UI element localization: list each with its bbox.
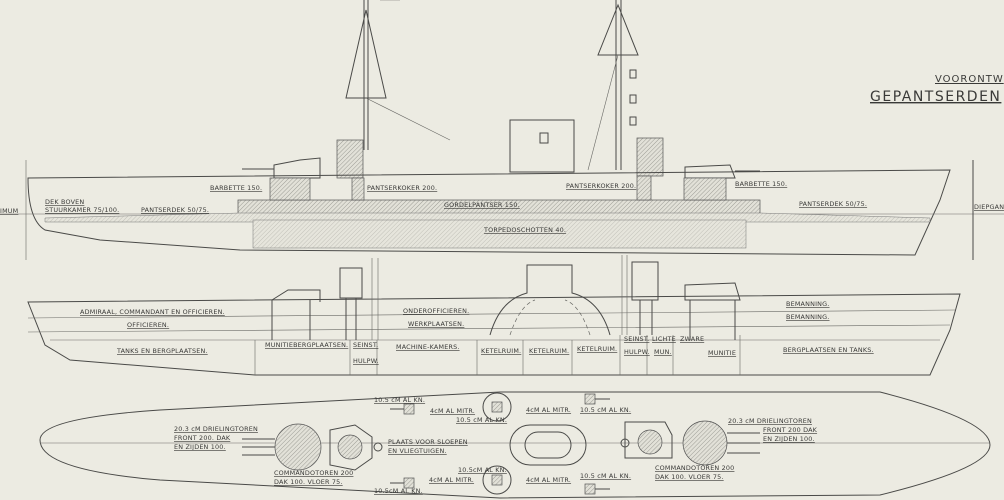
boat-deck bbox=[509, 424, 587, 466]
label-toren-fwd-2: FRONT 200 DAK bbox=[763, 426, 818, 434]
label-admiraal: ADMIRAAL, COMMANDANT EN OFFICIEREN. bbox=[80, 308, 225, 316]
label-munitiebergplaatsen: MUNITIEBERGPLAATSEN. bbox=[265, 341, 348, 349]
hull-profile bbox=[27, 169, 951, 256]
hull-section-outline bbox=[27, 293, 961, 376]
title-line-2: GEPANTSERDEN bbox=[870, 89, 1001, 105]
aft-barbette bbox=[269, 177, 311, 201]
label-onderofficieren: ONDEROFFICIEREN. bbox=[403, 307, 469, 315]
plan-labels: 20.3 cM DRIELINGTOREN FRONT 200. DAK EN … bbox=[174, 396, 818, 495]
fore-funnel bbox=[636, 137, 664, 177]
label-dek-boven: DEK BOVEN bbox=[45, 198, 84, 206]
label-pantserdek-aft: PANTSERDEK 50/75. bbox=[141, 206, 209, 214]
label-ketelruim-1: KETELRUIM. bbox=[481, 347, 521, 355]
label-werkplaatsen: WERKPLAATSEN. bbox=[408, 320, 464, 328]
title-line-1: VOORONTW bbox=[935, 74, 1004, 85]
label-kn-bot-1: 10.5cM AL KN. bbox=[374, 487, 423, 495]
title-block: VOORONTW GEPANTSERDEN bbox=[870, 74, 1004, 105]
fore-main-turret bbox=[682, 420, 728, 466]
label-ketelruim-3: KETELRUIM. bbox=[577, 345, 617, 353]
label-pantserkoker-fwd: PANTSERKOKER 200. bbox=[566, 182, 636, 190]
label-mitr-bot-1: 4cM AL MITR. bbox=[429, 476, 474, 484]
label-officieren: OFFICIEREN. bbox=[127, 321, 169, 329]
label-mun: MUN. bbox=[654, 348, 672, 356]
label-toren-aft-1: 20.3 cM DRIELINGTOREN bbox=[174, 425, 258, 433]
label-mitr-top-1: 4cM AL MITR. bbox=[430, 407, 475, 415]
label-cmd-fwd-1: COMMANDOTOREN 200 bbox=[655, 464, 734, 472]
label-kn-top-3: 10.5 cM AL KN. bbox=[580, 406, 631, 414]
label-cmd-aft-2: DAK 100. VLOER 75. bbox=[274, 478, 343, 486]
right-cut-label: DIEPGANG bbox=[974, 203, 1004, 211]
label-cmd-aft-1: COMMANDOTOREN 200 bbox=[274, 469, 353, 477]
deck-outline bbox=[39, 391, 991, 499]
section-labels: ADMIRAAL, COMMANDANT EN OFFICIEREN. OFFI… bbox=[80, 300, 874, 365]
label-seinst-fwd: SEINST. bbox=[624, 335, 649, 343]
aft-conning-tower bbox=[329, 424, 373, 471]
plan-view: 20.3 cM DRIELINGTOREN FRONT 200. DAK EN … bbox=[39, 391, 991, 499]
label-hulpw-aft: HULPW. bbox=[353, 357, 379, 365]
label-machinekamers: MACHINE-KAMERS. bbox=[396, 343, 460, 351]
label-zware: ZWARE bbox=[680, 335, 704, 343]
label-kn-top-2: 10.5 cM AL KN. bbox=[456, 416, 507, 424]
profile-labels: IMUM DIEPGANG DEK BOVEN STUURKAMER 75/10… bbox=[0, 180, 1004, 234]
label-ketelruim-2: KETELRUIM. bbox=[529, 347, 569, 355]
label-tanks-fwd: BERGPLAATSEN EN TANKS. bbox=[783, 346, 874, 354]
left-cut-label: IMUM bbox=[0, 207, 18, 215]
aft-turret bbox=[273, 157, 321, 179]
torpedo-bulkheads bbox=[252, 219, 747, 249]
label-stuurkamer: STUURKAMER 75/100. bbox=[45, 206, 119, 214]
aft-mast bbox=[345, 0, 451, 150]
inboard-section: ADMIRAAL, COMMANDANT EN OFFICIEREN. OFFI… bbox=[27, 255, 961, 376]
label-toren-fwd-1: 20.3 cM DRIELINGTOREN bbox=[728, 417, 812, 425]
label-sloepen-2: EN VLIEGTUIGEN. bbox=[388, 447, 447, 455]
label-toren-fwd-3: EN ZIJDEN 100. bbox=[763, 435, 815, 443]
label-bemanning-2: BEMANNING. bbox=[786, 313, 830, 321]
label-kn-bot-3: 10.5 cM AL KN. bbox=[580, 472, 631, 480]
label-mitr-bot-2: 4cM AL MITR. bbox=[526, 476, 571, 484]
label-bemanning-1: BEMANNING. bbox=[786, 300, 830, 308]
bridge-structure bbox=[509, 119, 575, 173]
fore-barbette bbox=[683, 177, 727, 201]
label-sloepen-1: PLAATS VOOR SLOEPEN bbox=[388, 438, 468, 446]
fore-mast bbox=[587, 0, 639, 171]
label-gordelpantser: GORDELPANTSER 150. bbox=[444, 201, 520, 209]
label-toren-aft-3: EN ZIJDEN 100. bbox=[174, 443, 226, 451]
label-mitr-top-2: 4cM AL MITR. bbox=[526, 406, 571, 414]
label-barbette-fwd: BARBETTE 150. bbox=[735, 180, 787, 188]
label-tanks-aft: TANKS EN BERGPLAATSEN. bbox=[116, 347, 208, 355]
profile-view: IMUM DIEPGANG DEK BOVEN STUURKAMER 75/10… bbox=[0, 0, 1004, 260]
aft-funnel bbox=[336, 139, 364, 179]
fore-turret bbox=[684, 164, 736, 179]
label-cmd-fwd-2: DAK 100. VLOER 75. bbox=[655, 473, 724, 481]
label-hulpw-fwd: HULPW. bbox=[624, 348, 650, 356]
fore-conning-tower bbox=[624, 421, 673, 459]
label-kn-bot-2: 10.5cM AL KN. bbox=[458, 466, 507, 474]
label-pantserdek-fwd: PANTSERDEK 50/75. bbox=[799, 200, 867, 208]
label-barbette-aft: BARBETTE 150. bbox=[210, 184, 262, 192]
label-pantserkoker-aft: PANTSERKOKER 200. bbox=[367, 184, 437, 192]
label-toren-aft-2: FRONT 200. DAK bbox=[174, 434, 231, 442]
label-kn-top-1: 10.5 cM AL KN. bbox=[374, 396, 425, 404]
label-torpedoschotten: TORPEDOSCHOTTEN 40. bbox=[483, 226, 566, 234]
label-seinst-aft: SEINST. bbox=[353, 341, 378, 349]
aft-main-turret bbox=[274, 423, 322, 471]
label-munitie: MUNITIE bbox=[708, 349, 736, 357]
label-lichte: LICHTE bbox=[652, 335, 676, 343]
